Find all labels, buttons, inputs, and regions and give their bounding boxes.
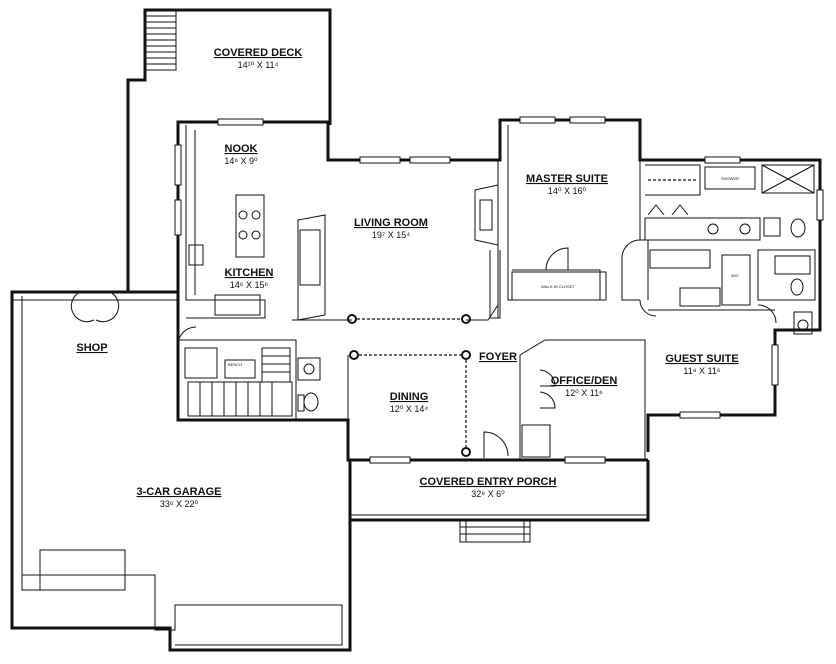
window — [174, 144, 182, 186]
foyer-dining: FOYER DINING 12⁰ X 14⁴ — [347, 350, 517, 460]
window — [369, 456, 411, 464]
office-den-dims: 12⁰ X 11⁶ — [565, 388, 603, 398]
kitchen-dims: 14⁶ X 15⁶ — [230, 280, 269, 290]
porch-label: COVERED ENTRY PORCH — [420, 476, 557, 488]
range — [214, 294, 261, 316]
closet-door — [545, 247, 569, 271]
closet — [521, 424, 551, 458]
nook-dims: 14⁶ X 9⁰ — [224, 156, 258, 166]
master-suite-dims: 14⁰ X 16⁰ — [548, 186, 587, 196]
guest-suite: GUEST SUITE 11⁸ X 11⁶ — [648, 309, 813, 376]
window — [679, 411, 721, 419]
bathtub — [704, 166, 756, 190]
sink — [188, 244, 204, 266]
master-suite: WALK-IN CLOSET MASTER SUITE 14⁰ X 16⁰ — [507, 125, 649, 301]
covered-entry-porch: COVERED ENTRY PORCH 32⁸ X 6⁰ — [350, 460, 650, 543]
porch-steps — [459, 519, 531, 543]
kitchen-area: NOOK 14⁶ X 9⁰ KITCHEN 14⁶ X 15⁶ — [185, 125, 326, 321]
office-den-label: OFFICE/DEN — [551, 375, 618, 387]
nook-label: NOOK — [225, 143, 258, 155]
window — [217, 118, 264, 126]
powder-toilet — [303, 392, 319, 412]
covered-deck-dims: 14¹⁰ X 11⁴ — [238, 60, 279, 70]
window — [771, 344, 779, 386]
garage-dims: 33⁶ X 22⁰ — [160, 499, 199, 509]
master-suite-label: MASTER SUITE — [526, 173, 608, 185]
window — [816, 189, 824, 221]
dining-label: DINING — [390, 391, 429, 403]
kitchen-island — [235, 194, 265, 258]
window — [569, 116, 606, 124]
window — [564, 456, 606, 464]
guest-suite-label: GUEST SUITE — [665, 353, 738, 365]
deck-stairs — [145, 9, 177, 71]
guest-toilet — [793, 311, 813, 335]
vanity — [644, 217, 761, 241]
living-room-label: LIVING ROOM — [354, 217, 428, 229]
toilet — [790, 218, 806, 238]
shop-label: SHOP — [76, 342, 107, 354]
guest-suite-dims: 11⁸ X 11⁶ — [683, 366, 720, 376]
window — [409, 156, 451, 164]
covered-deck: COVERED DECK 14¹⁰ X 11⁴ — [126, 8, 332, 292]
garage-label: 3-CAR GARAGE — [137, 486, 222, 498]
master-bath: SHOWER W/C — [639, 164, 816, 324]
walk-in-closet-label: WALK-IN CLOSET — [541, 284, 575, 289]
basement-stairs — [187, 347, 293, 417]
foyer-label: FOYER — [479, 351, 517, 363]
covered-deck-label: COVERED DECK — [214, 47, 303, 59]
porch-dims: 32⁸ X 6⁰ — [471, 489, 505, 499]
whc-label: W/C — [731, 273, 739, 278]
window — [359, 156, 401, 164]
window — [519, 116, 556, 124]
shower-label: SHOWER — [721, 176, 739, 181]
fireplace — [474, 184, 499, 246]
shop-door[interactable] — [70, 291, 120, 323]
office-den: OFFICE/DEN 12⁰ X 11⁶ — [519, 339, 646, 460]
kitchen-label: KITCHEN — [225, 267, 274, 279]
window — [704, 156, 741, 164]
living-room: LIVING ROOM 19⁷ X 15⁴ — [292, 160, 501, 324]
bench-label: BENCH — [228, 362, 242, 367]
walk-in-closet — [511, 271, 607, 301]
entry-door[interactable] — [483, 431, 509, 458]
dining-dims: 12⁰ X 14⁴ — [390, 404, 429, 414]
living-room-dims: 19⁷ X 15⁴ — [372, 230, 410, 240]
laundry — [649, 249, 711, 269]
mudroom-stairs: BENCH — [177, 326, 321, 420]
garage: SHOP 3-CAR GARAGE 33⁶ X 22⁰ — [10, 290, 352, 652]
window — [174, 199, 182, 236]
bench — [184, 347, 218, 379]
shower — [761, 164, 815, 194]
